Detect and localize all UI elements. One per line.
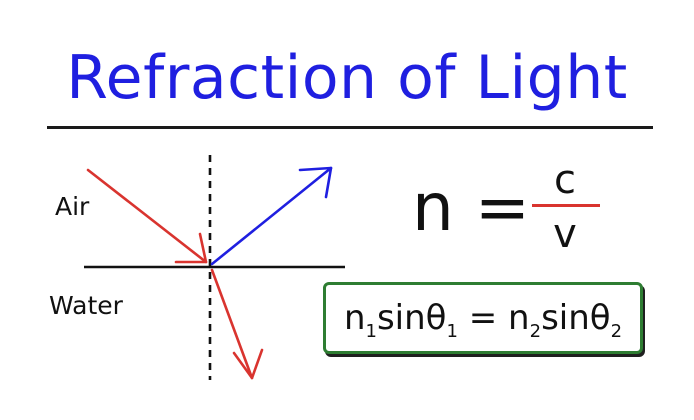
snell-n2-subscript: 2 xyxy=(529,321,542,342)
snell-law-equation: n1sinθ1 = n2sinθ2 xyxy=(326,296,640,342)
title-underline xyxy=(47,126,653,129)
snell-law-box: n1sinθ1 = n2sinθ2 xyxy=(323,282,643,354)
snell-n1-subscript: 1 xyxy=(365,321,377,342)
snell-n1: n xyxy=(343,298,366,338)
snell-theta1-subscript: 1 xyxy=(446,321,458,342)
fraction-bar xyxy=(532,204,600,207)
air-label: Air xyxy=(55,192,90,221)
snell-n2: n xyxy=(508,298,530,338)
snell-sin1: sinθ xyxy=(376,298,447,338)
snell-theta2-subscript: 2 xyxy=(610,321,623,342)
incident-ray xyxy=(86,168,208,264)
fraction-numerator: c xyxy=(554,157,576,203)
snell-sin2: sinθ xyxy=(541,298,611,338)
page-title: Refraction of Light xyxy=(66,43,628,113)
refractive-index-formula: n = c v xyxy=(412,157,612,260)
snell-equals: = xyxy=(457,298,509,338)
reflected-ray xyxy=(210,166,333,266)
fraction-denominator: v xyxy=(553,211,577,257)
formula-lhs: n = xyxy=(412,169,531,246)
formula-fraction: c v xyxy=(532,157,602,260)
water-label: Water xyxy=(49,291,123,320)
refracted-ray xyxy=(210,268,264,380)
